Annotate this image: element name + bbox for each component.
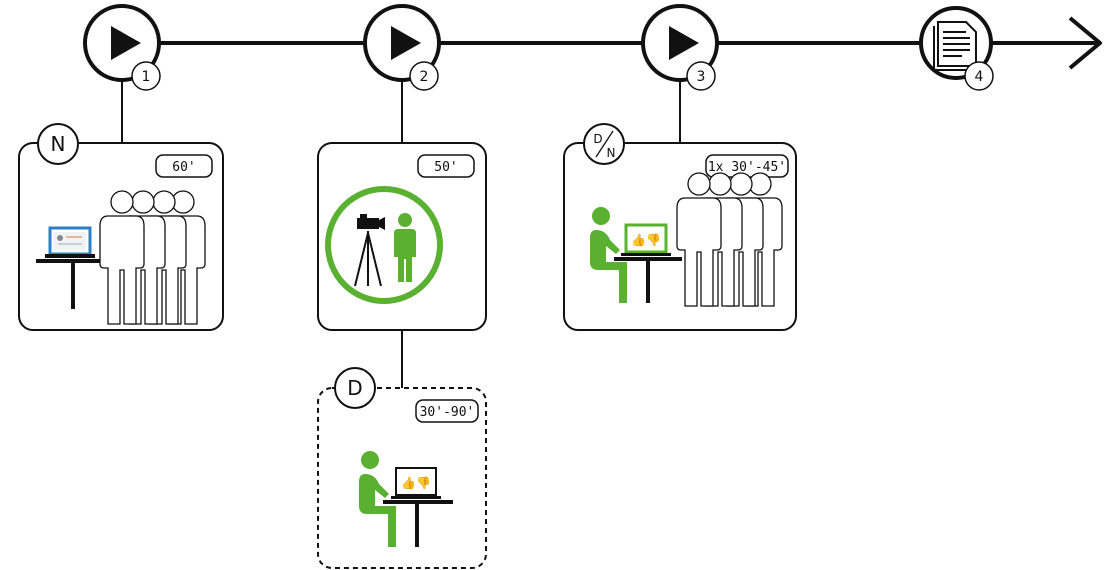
step-number: 3 — [697, 69, 706, 85]
card-4: D 30'-90' 👍👎 — [317, 367, 487, 569]
duration-label: 30'-90' — [420, 405, 475, 420]
card-badge-bottom: N — [607, 146, 616, 160]
video-camera-icon — [354, 214, 385, 287]
actor-person-icon — [394, 213, 416, 282]
seated-person-icon — [359, 451, 396, 547]
step-1: 1 — [83, 4, 161, 91]
card-2: 50' — [317, 142, 487, 331]
card-1: N 60' — [18, 123, 224, 331]
timeline-arrowhead — [1068, 16, 1102, 70]
recording-ring — [325, 186, 443, 304]
duration-label: 60' — [172, 160, 195, 175]
duration-label: 1x 30'-45' — [708, 160, 786, 175]
card-3: D N 1x 30'-45' 👍👎 — [563, 123, 797, 331]
document-icon — [933, 21, 977, 71]
step-number: 1 — [142, 69, 151, 85]
step-2: 2 — [363, 4, 441, 91]
laptop-table-icon — [36, 226, 110, 309]
duration-label: 50' — [434, 160, 457, 175]
step-4: 4 — [919, 6, 994, 91]
svg-text:👍👎: 👍👎 — [401, 476, 431, 490]
card-badge: D — [347, 376, 362, 400]
step-3: 3 — [641, 4, 719, 91]
svg-text:👍👎: 👍👎 — [631, 233, 661, 247]
feedback-laptop-icon: 👍👎 — [383, 467, 453, 547]
seated-person-icon — [590, 207, 627, 303]
step-number: 2 — [420, 69, 429, 85]
card-badge-top: D — [593, 132, 602, 146]
step-number: 4 — [975, 69, 984, 85]
card-badge: N — [51, 132, 66, 156]
feedback-laptop-icon: 👍👎 — [614, 223, 682, 303]
